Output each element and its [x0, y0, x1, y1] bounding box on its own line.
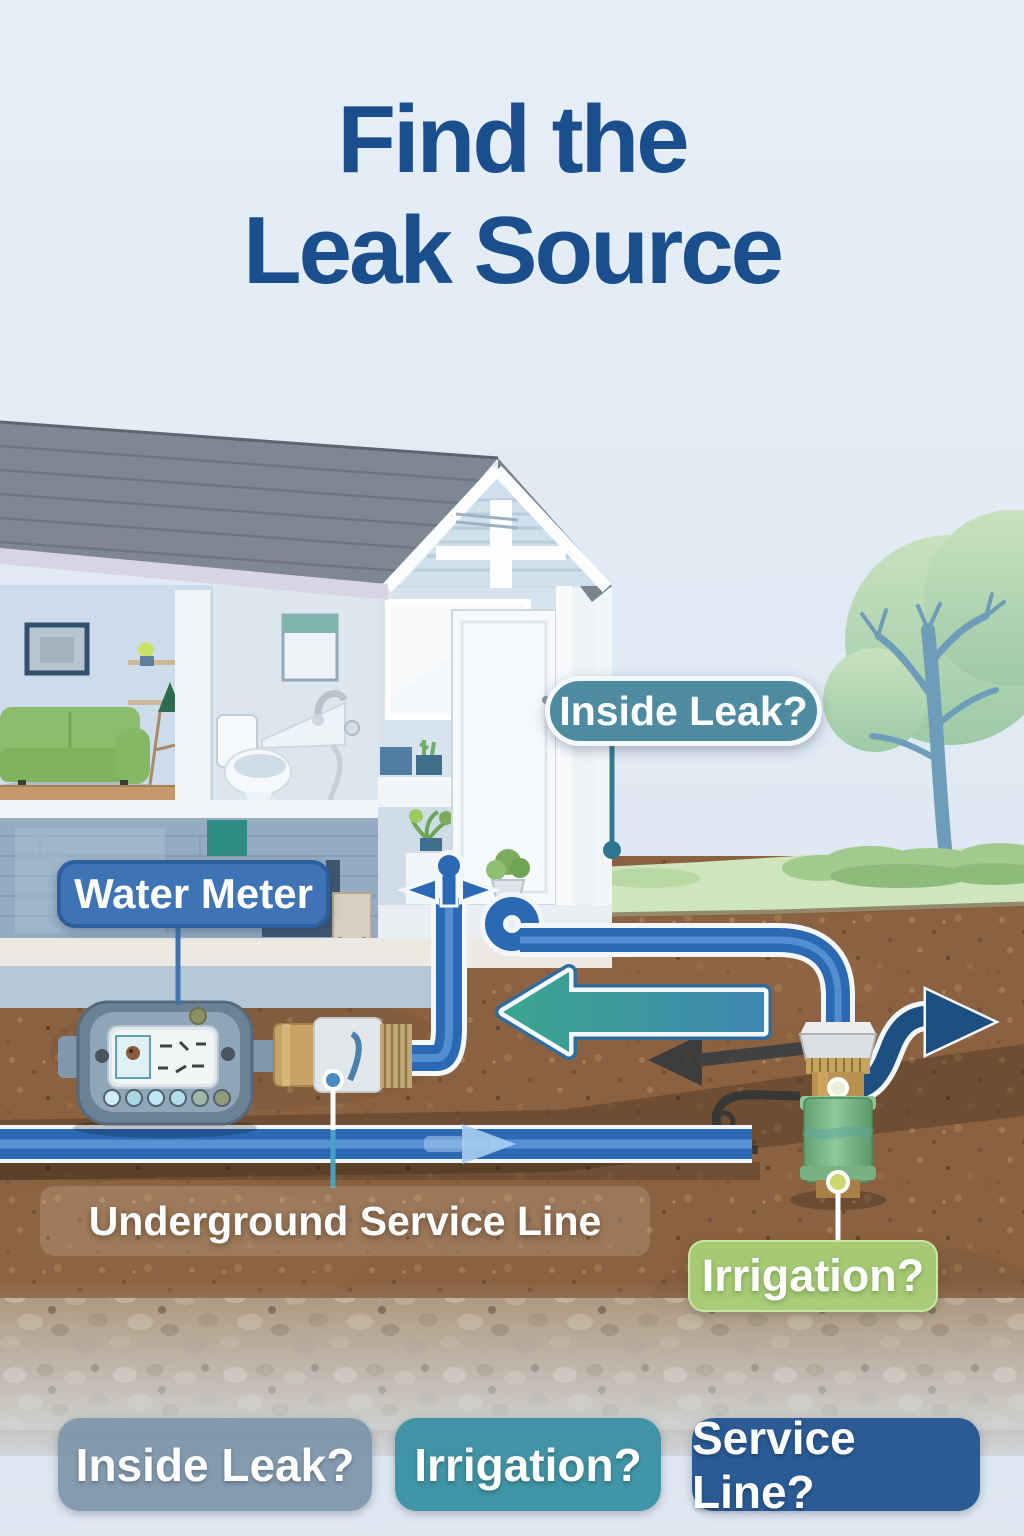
roof — [0, 420, 612, 602]
page-title: Find the Leak Source — [0, 84, 1024, 307]
valve-dot-upper — [827, 1077, 849, 1099]
soffit — [0, 548, 388, 600]
callout-inside-leak-text: Inside Leak? — [559, 687, 808, 734]
valve-dot-lower — [826, 1170, 850, 1194]
callout-irrigation-text: Irrigation? — [701, 1250, 925, 1301]
callout-underground-text: Underground Service Line — [88, 1197, 602, 1244]
tree — [782, 510, 1024, 888]
house-riser-pipe — [396, 850, 855, 1076]
irrigation-valve — [790, 1022, 886, 1242]
irrigation-button[interactable]: Irrigation? — [395, 1418, 661, 1511]
meter-reading-marks — [158, 1040, 206, 1074]
irrigation-button-label: Irrigation? — [414, 1438, 642, 1491]
flow-arrow-right-navy — [846, 986, 1000, 1105]
inside-leak-button-label: Inside Leak? — [75, 1438, 355, 1491]
gable-section — [378, 585, 612, 940]
service-line-pipe — [0, 1124, 760, 1180]
meter-buttons — [103, 1089, 231, 1107]
service-line-button[interactable]: Service Line? — [692, 1412, 980, 1518]
sofa — [0, 707, 155, 796]
house-cutaway — [0, 420, 612, 1008]
flow-arrow-right-light — [424, 1136, 464, 1152]
service-line-button-label: Service Line? — [692, 1411, 856, 1518]
flow-arrow-left-teal — [495, 964, 772, 1060]
callout-water-meter-text: Water Meter — [74, 870, 313, 917]
title-line-2: Leak Source — [243, 197, 784, 305]
callout-inside-leak: Inside Leak? — [545, 676, 822, 746]
tree-trunk — [860, 592, 1006, 865]
callout-water-meter: Water Meter — [57, 860, 330, 928]
water-meter-device — [58, 1000, 412, 1138]
sink-faucet — [261, 690, 360, 801]
fitting-dot — [322, 1069, 344, 1091]
callout-irrigation: Irrigation? — [688, 1240, 938, 1312]
bathroom — [216, 613, 360, 805]
title-line-1: Find the — [337, 86, 689, 193]
inside-leak-dot — [603, 841, 621, 859]
callout-connectors — [175, 746, 621, 1188]
bushes — [782, 843, 1024, 888]
toilet — [216, 714, 292, 805]
shutoff-spigot — [396, 850, 502, 908]
inside-leak-button[interactable]: Inside Leak? — [58, 1418, 372, 1511]
callout-underground-service-line: Underground Service Line — [40, 1186, 650, 1256]
